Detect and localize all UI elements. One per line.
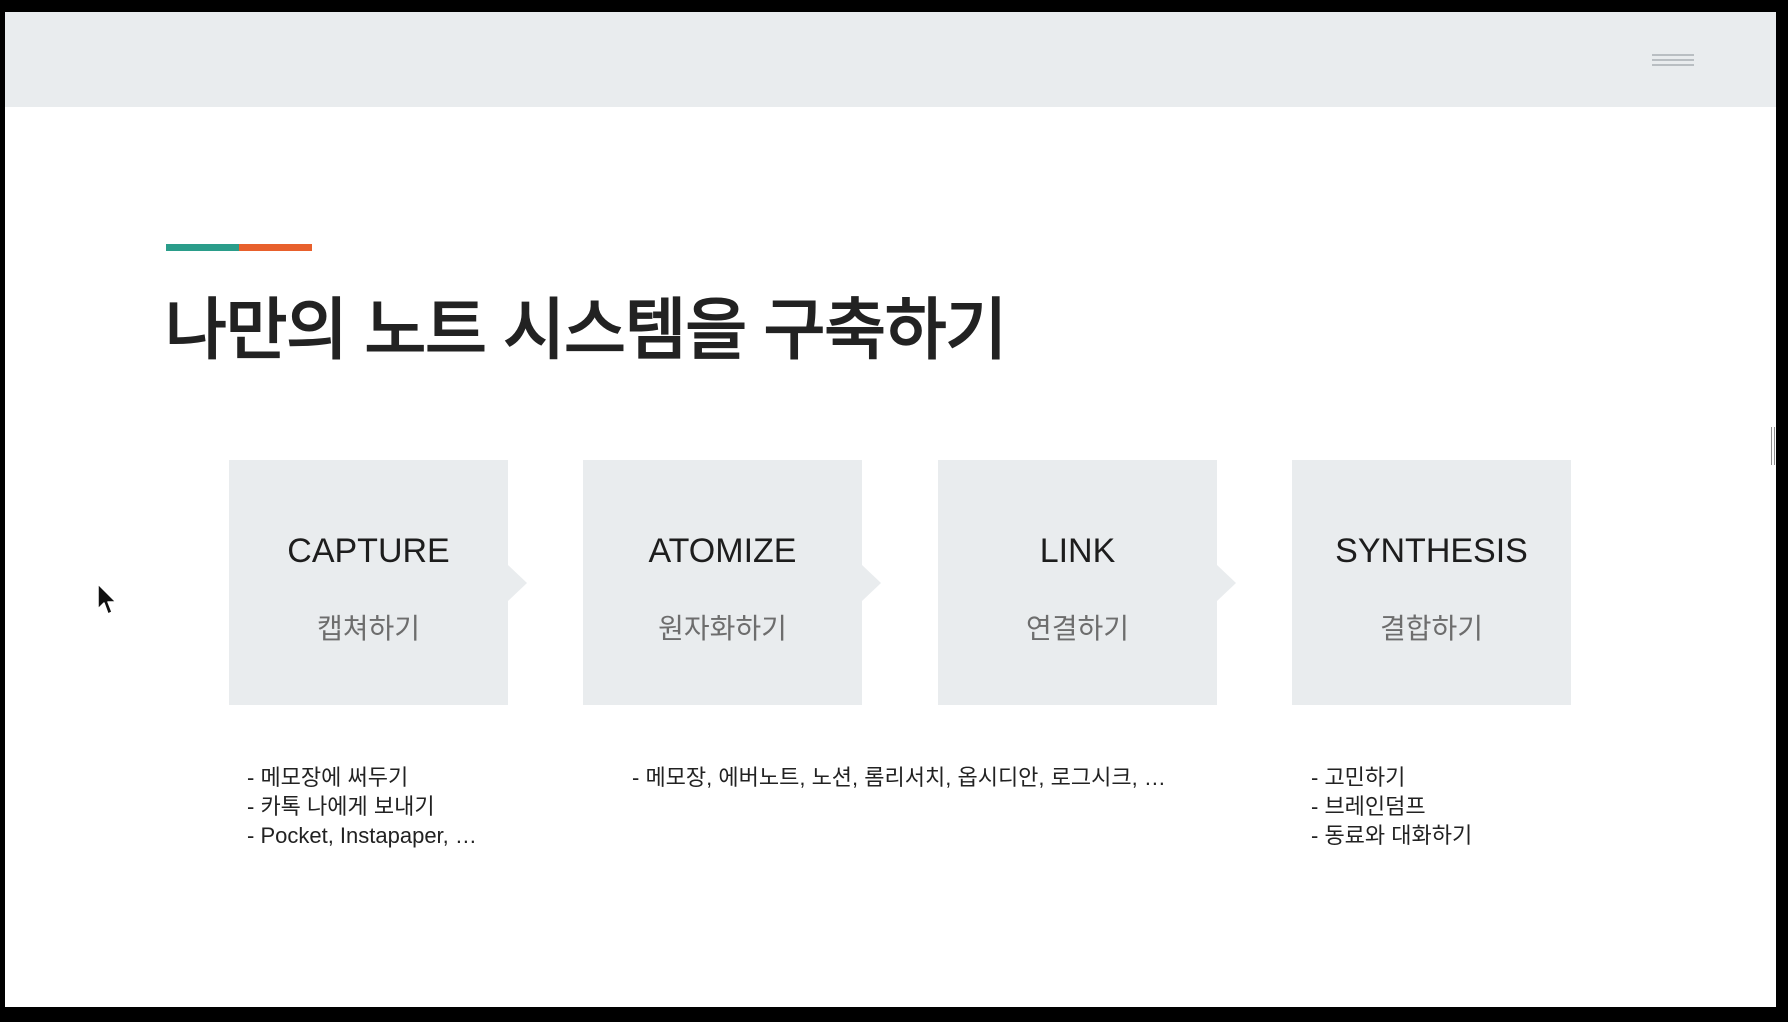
slide-title: 나만의 노트 시스템을 구축하기 bbox=[165, 293, 1007, 368]
hamburger-menu-icon[interactable] bbox=[1652, 50, 1694, 68]
list-item: - 브레인덤프 bbox=[1311, 794, 1426, 819]
accent-segment-teal bbox=[166, 244, 239, 251]
list-item: - 메모장, 에버노트, 노션, 롬리서치, 옵시디안, 로그시크, … bbox=[632, 765, 1166, 790]
presentation-slide: 나만의 노트 시스템을 구축하기 CAPTURE 캡쳐하기 ATOMIZE 원자… bbox=[5, 12, 1776, 1007]
mouse-pointer-icon bbox=[97, 583, 117, 615]
accent-segment-orange bbox=[239, 244, 312, 251]
step-subtitle: 결합하기 bbox=[1379, 613, 1484, 644]
step-subtitle: 연결하기 bbox=[1025, 613, 1130, 644]
list-item: - 동료와 대화하기 bbox=[1311, 823, 1473, 848]
list-item: - 카톡 나에게 보내기 bbox=[247, 794, 435, 819]
step-subtitle: 원자화하기 bbox=[658, 613, 787, 644]
step-box-link: LINK 연결하기 bbox=[938, 460, 1236, 705]
step-box-synthesis: SYNTHESIS 결합하기 bbox=[1292, 460, 1571, 705]
list-item: - Pocket, Instapaper, … bbox=[247, 823, 477, 848]
step-label: ATOMIZE bbox=[648, 532, 797, 570]
step-label: SYNTHESIS bbox=[1335, 532, 1528, 570]
list-item: - 메모장에 써두기 bbox=[247, 765, 409, 790]
step-label: LINK bbox=[1039, 532, 1116, 570]
capture-notes-list: - 메모장에 써두기 - 카톡 나에게 보내기 - Pocket, Instap… bbox=[247, 763, 477, 850]
resize-handle[interactable] bbox=[1770, 427, 1776, 465]
title-accent-line bbox=[166, 244, 312, 251]
step-box-capture: CAPTURE 캡쳐하기 bbox=[229, 460, 527, 705]
step-box-atomize: ATOMIZE 원자화하기 bbox=[583, 460, 881, 705]
atomize-notes-list: - 메모장, 에버노트, 노션, 롬리서치, 옵시디안, 로그시크, … bbox=[632, 763, 1166, 792]
synthesis-notes-list: - 고민하기 - 브레인덤프 - 동료와 대화하기 bbox=[1311, 763, 1472, 850]
list-item: - 고민하기 bbox=[1311, 765, 1406, 790]
step-label: CAPTURE bbox=[287, 532, 450, 570]
slide-header-bar bbox=[5, 12, 1776, 107]
step-subtitle: 캡쳐하기 bbox=[316, 613, 421, 644]
